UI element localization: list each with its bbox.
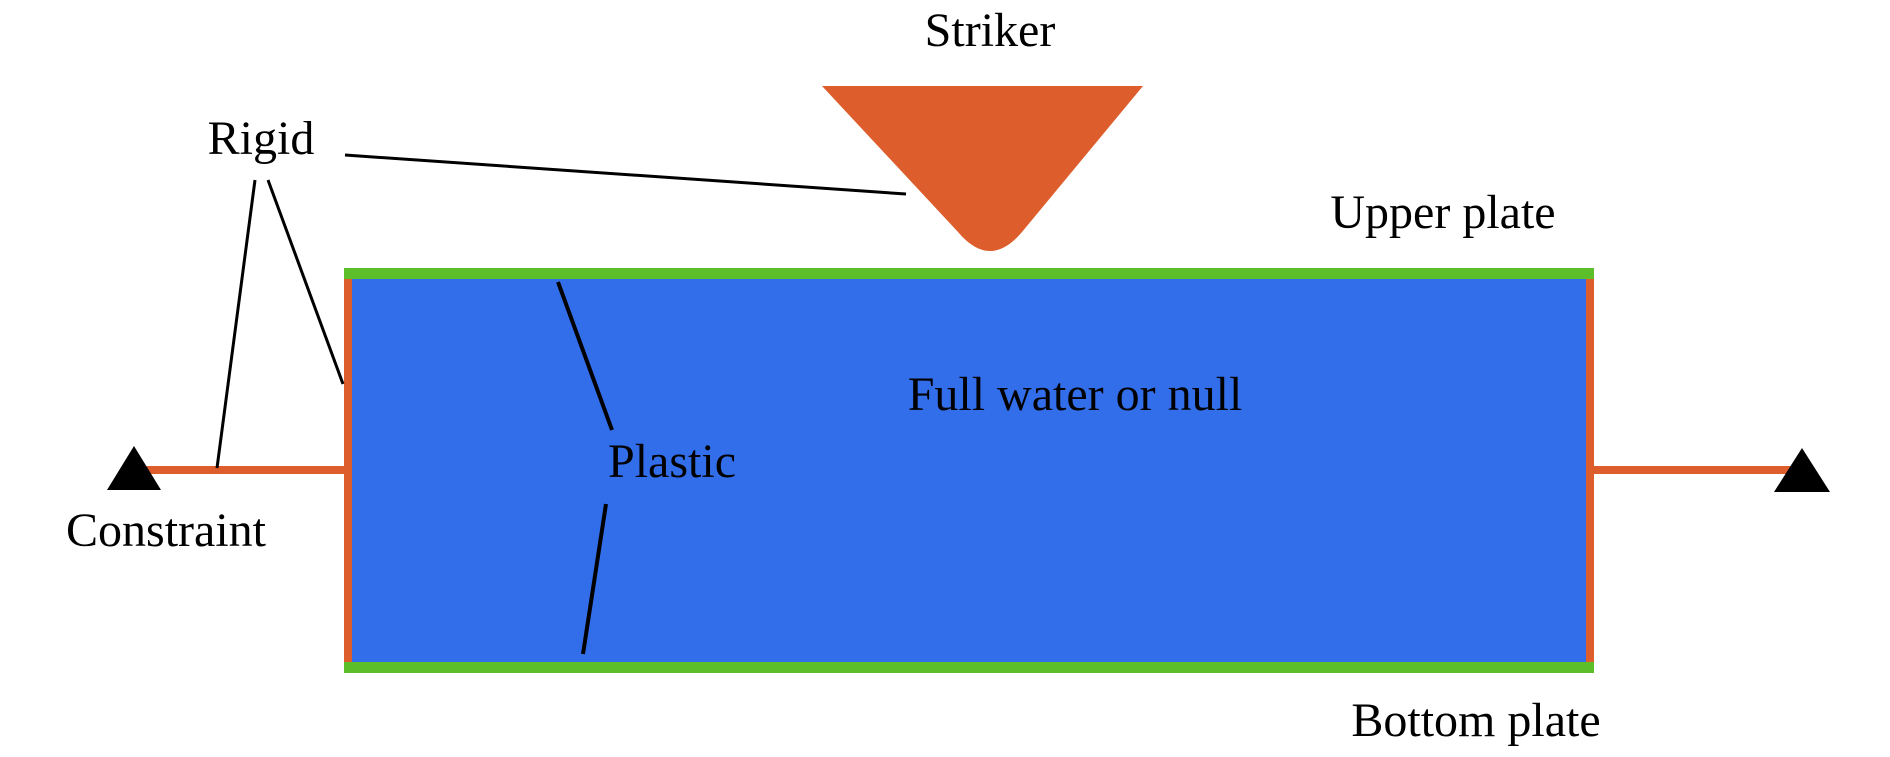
- water-label: Full water or null: [908, 368, 1243, 421]
- striker: [822, 86, 1143, 251]
- striker-label: Striker: [925, 4, 1056, 57]
- plastic-label: Plastic: [608, 435, 736, 488]
- rigid-leader-line-to-striker: [344, 153, 907, 196]
- plastic-leader-line-lower: [581, 503, 608, 655]
- upper-plate: [344, 268, 1594, 279]
- right-constraint-triangle: [1774, 448, 1830, 492]
- rigid-leader-line-to-wall: [266, 179, 345, 385]
- plastic-leader-line-upper: [556, 281, 614, 431]
- upper-plate-label: Upper plate: [1330, 186, 1555, 239]
- right-rigid-wall: [1586, 272, 1594, 668]
- left-rigid-wall: [344, 272, 352, 668]
- left-constraint-triangle: [107, 446, 161, 490]
- water-core: [348, 272, 1592, 668]
- constraint-label: Constraint: [66, 504, 267, 557]
- left-support-rod: [135, 466, 347, 474]
- right-support-rod: [1594, 466, 1796, 474]
- rigid-label: Rigid: [208, 112, 315, 165]
- bottom-plate-label: Bottom plate: [1351, 694, 1600, 747]
- rigid-leader-line-to-rod: [215, 179, 257, 469]
- bottom-plate: [344, 662, 1594, 673]
